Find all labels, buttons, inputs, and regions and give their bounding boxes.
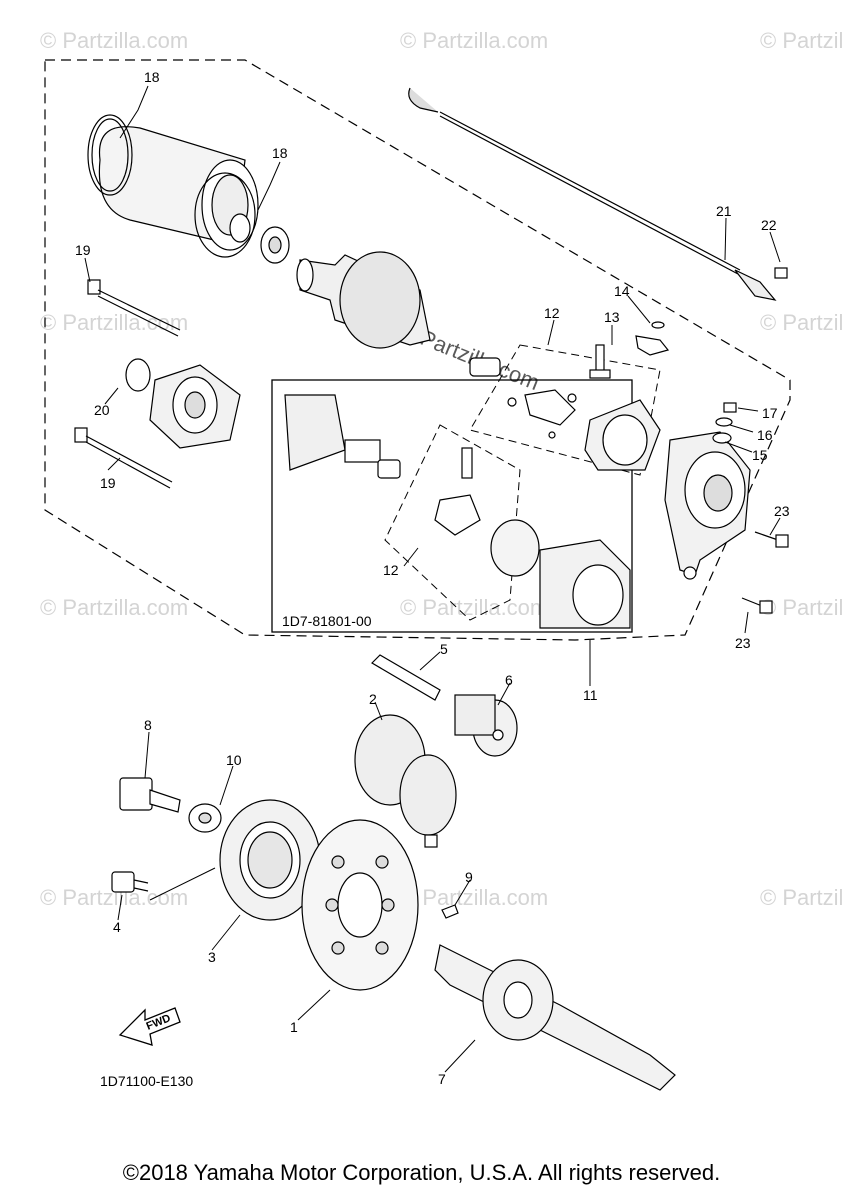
watermark: © Partzilla.com xyxy=(760,28,843,53)
callout-16: 16 xyxy=(757,427,773,443)
fwd-arrow-icon: FWD xyxy=(118,1007,181,1046)
washers-15-17 xyxy=(712,402,737,444)
nut-22 xyxy=(774,267,788,279)
brush-holder-plate xyxy=(584,399,661,471)
callout-6: 6 xyxy=(505,672,513,688)
callout-12: 12 xyxy=(544,305,560,321)
watermark: © Partzilla.com xyxy=(760,310,843,335)
callout-18: 18 xyxy=(272,145,288,161)
callout-7: 7 xyxy=(438,1071,446,1087)
brush-terminal-13 xyxy=(635,335,670,356)
callout-15: 15 xyxy=(752,447,768,463)
watermark: © Partzilla.com xyxy=(40,595,188,620)
callout-13: 13 xyxy=(604,309,620,325)
callout-9: 9 xyxy=(465,869,473,885)
callout-5: 5 xyxy=(440,641,448,657)
through-bolt-upper xyxy=(87,279,181,337)
bolt-4 xyxy=(111,871,149,893)
brush-group-boundary xyxy=(469,344,661,476)
washer-10 xyxy=(188,803,222,833)
callout-23: 23 xyxy=(774,503,790,519)
callouts: 18 18 19 20 19 12 13 14 21 22 17 16 15 2… xyxy=(75,69,790,1087)
inset-part-code: 1D7-81801-00 xyxy=(282,613,372,629)
inset-brush-group-boundary xyxy=(384,424,521,621)
bolt-12 xyxy=(589,344,611,379)
callout-19: 19 xyxy=(75,242,91,258)
o-ring-20 xyxy=(125,358,151,392)
watermark: © Partzilla.com xyxy=(40,310,188,335)
callout-10: 10 xyxy=(226,752,242,768)
front-cover xyxy=(149,364,241,449)
assembly-boundary xyxy=(44,59,791,641)
watermark: © Partzilla.com xyxy=(760,595,843,620)
yoke-housing xyxy=(98,126,259,251)
callout-11: 11 xyxy=(583,687,598,703)
bolt-8 xyxy=(119,777,181,813)
callout-19: 19 xyxy=(100,475,116,491)
inset-brush-holder xyxy=(434,447,540,577)
inset-armature xyxy=(284,394,401,479)
callout-23: 23 xyxy=(735,635,751,651)
callout-3: 3 xyxy=(208,949,216,965)
crankshaft-7 xyxy=(434,944,676,1091)
callout-21: 21 xyxy=(716,203,732,219)
brushes xyxy=(507,389,577,439)
copyright-notice: ©2018 Yamaha Motor Corporation, U.S.A. A… xyxy=(122,1160,721,1185)
leader-lines xyxy=(84,85,781,1073)
armature-bearing xyxy=(469,357,501,377)
watermark: © Partzilla.com xyxy=(400,28,548,53)
gear-2 xyxy=(354,714,457,848)
one-way-clutch-3 xyxy=(219,799,321,921)
through-bolt-lower xyxy=(74,427,173,489)
callout-8: 8 xyxy=(144,717,152,733)
bearing xyxy=(260,226,290,264)
o-ring-rear xyxy=(194,172,256,258)
diagram-code: 1D71100-E130 xyxy=(100,1073,193,1089)
callout-1: 1 xyxy=(290,1019,298,1035)
screw-23-upper xyxy=(754,531,789,548)
armature xyxy=(296,251,431,349)
callout-22: 22 xyxy=(761,217,777,233)
clip-14 xyxy=(651,321,665,329)
starter-wheel-gear-1 xyxy=(301,819,419,991)
callout-17: 17 xyxy=(762,405,778,421)
shaft-5 xyxy=(371,654,441,701)
key-9 xyxy=(441,904,459,919)
idler-gear-6 xyxy=(454,694,518,757)
starter-cable xyxy=(408,87,777,301)
callout-18: 18 xyxy=(144,69,160,85)
watermark: © Partzilla.com xyxy=(400,885,548,910)
watermark: © Partzilla.com xyxy=(400,595,548,620)
inset-box xyxy=(271,379,633,633)
screw-23-lower xyxy=(741,597,773,614)
callout-12: 12 xyxy=(383,562,399,578)
rear-cover xyxy=(664,431,751,580)
callout-2: 2 xyxy=(369,691,377,707)
callout-4: 4 xyxy=(113,919,121,935)
callout-14: 14 xyxy=(614,283,630,299)
watermark: © Partzilla.com xyxy=(760,885,843,910)
callout-20: 20 xyxy=(94,402,110,418)
o-ring-front xyxy=(87,114,133,196)
watermark: © Partzilla.com xyxy=(40,28,188,53)
inset-rear-cover xyxy=(539,539,631,629)
